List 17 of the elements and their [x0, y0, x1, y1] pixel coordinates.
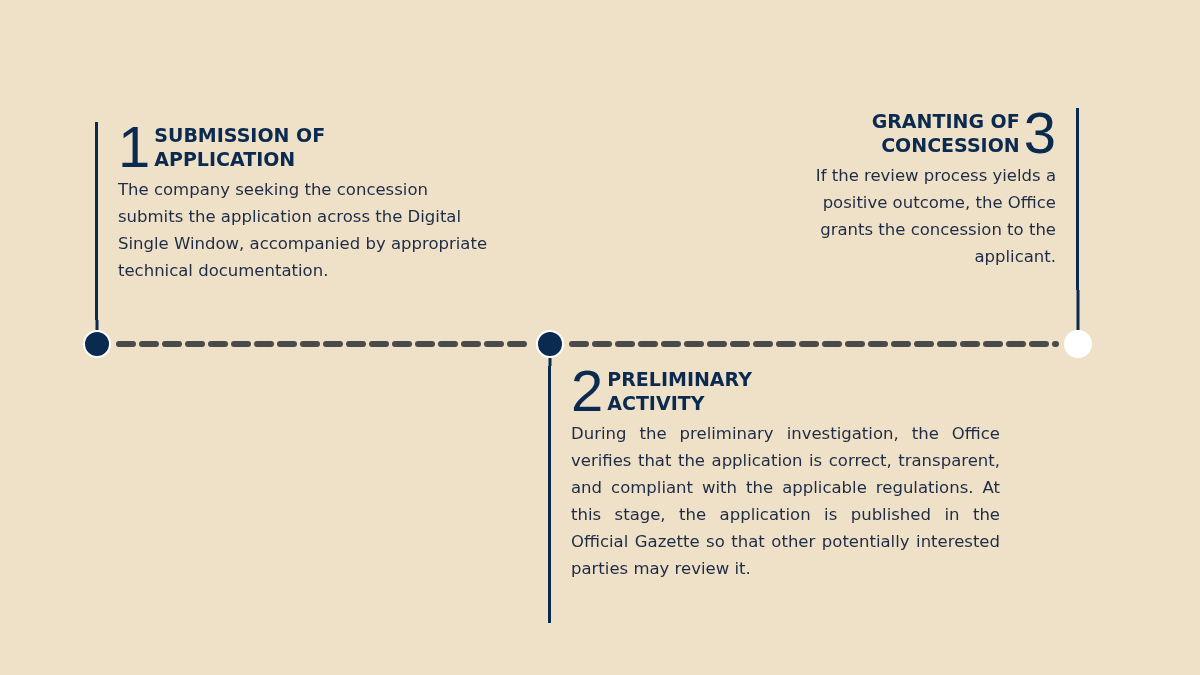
dashed-connector — [569, 341, 1059, 347]
step-heading: GRANTING OF CONCESSION — [870, 109, 1020, 157]
step-number: 3 — [1023, 108, 1056, 158]
connector-line — [548, 358, 552, 366]
timeline-dot — [1064, 330, 1092, 358]
step-description: The company seeking the concession submits the application across the Digital Single Window, accompanied by appropriate technical documentation. — [118, 179, 489, 282]
step-number: 1 — [118, 122, 151, 172]
connector-line — [95, 320, 99, 330]
step-number: 2 — [571, 366, 604, 416]
timeline-dot — [83, 330, 111, 358]
step-description: If the review process yields a positive outcome, the Office grants the concession to the applicant. — [814, 165, 1056, 268]
step-panel — [548, 366, 1000, 623]
step-description: During the preliminary investigation, the Office verifies that the application is correct, transparent, and compliant with the applicable regulations. At this stage, the application is published in the Official Gazette so that other potentially interested parties may review it. — [571, 423, 1000, 580]
step-heading: SUBMISSION OF APPLICATION — [154, 123, 327, 171]
connector-line — [1076, 290, 1080, 330]
step-heading: PRELIMINARY ACTIVITY — [607, 367, 753, 415]
timeline-dot — [536, 330, 564, 358]
